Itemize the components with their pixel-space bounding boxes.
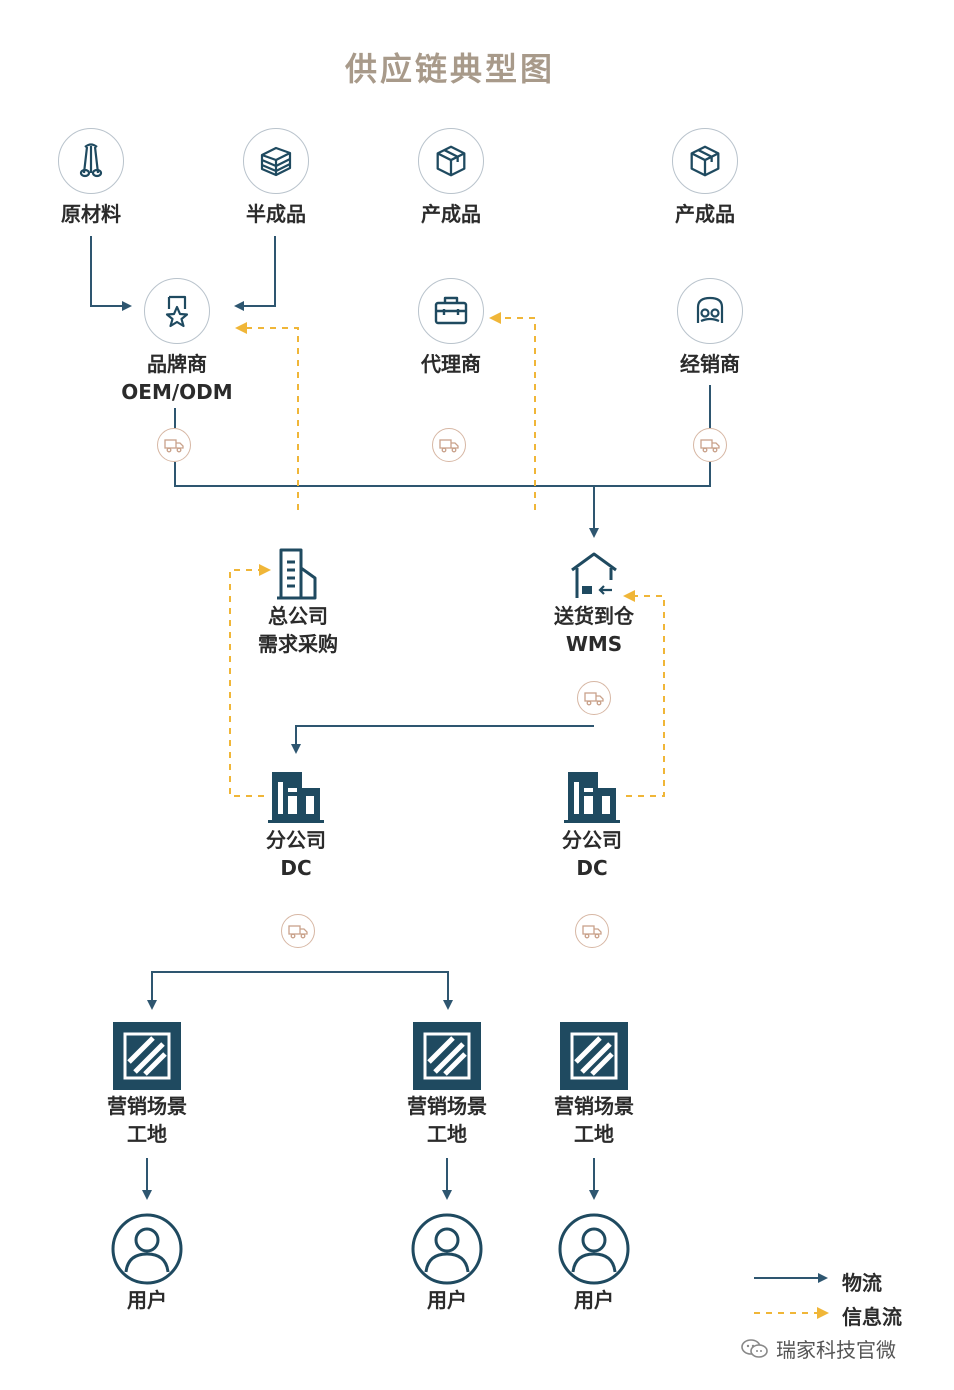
headset-icon (677, 278, 743, 344)
label-agent: 代理商 (421, 352, 481, 376)
label-semi-finished: 半成品 (246, 202, 306, 226)
label-delivery-to-warehouse: 送货到仓 (554, 604, 634, 628)
construction-site-icon (392, 1020, 502, 1092)
info-dc2-to-wms (623, 590, 665, 797)
star-badge-icon (144, 278, 210, 344)
watermark-text: 瑞家科技官微 (776, 1338, 896, 1362)
node-dealer: 经销商 (660, 278, 760, 378)
label-demand-purchase: 需求采购 (258, 632, 338, 656)
legend-logistics: 物流 (752, 1264, 902, 1298)
info-to-brand (235, 322, 299, 510)
flow-bus (174, 462, 711, 487)
construction-site-icon (92, 1020, 202, 1092)
legend: 物流 信息流 (752, 1264, 902, 1332)
truck-icon (575, 914, 609, 948)
user-icon (102, 1212, 192, 1286)
node-warehouse-wms: 送货到仓 WMS (534, 546, 654, 658)
label-raw-material: 原材料 (61, 202, 121, 226)
watermark: 瑞家科技官微 (740, 1334, 896, 1363)
label-oem-odm: OEM/ODM (121, 380, 233, 404)
info-dc1-to-hq (229, 564, 271, 797)
node-headquarters: 总公司 需求采购 (238, 546, 358, 658)
legend-info-flow: 信息流 (752, 1298, 902, 1332)
warehouse-icon (534, 546, 654, 602)
node-agent: 代理商 (401, 278, 501, 378)
label-work-site-3: 工地 (574, 1122, 614, 1146)
label-work-site-1: 工地 (127, 1122, 167, 1146)
office-building-icon (238, 546, 358, 602)
legend-info-label: 信息流 (842, 1304, 902, 1329)
stacked-boxes-icon (243, 128, 309, 194)
truck-icon (281, 914, 315, 948)
node-raw-material: 原材料 (51, 128, 131, 228)
label-work-site-2: 工地 (427, 1122, 467, 1146)
branch-building-icon (236, 766, 356, 826)
construction-site-icon (539, 1020, 649, 1092)
node-finished-product-1: 产成品 (411, 128, 491, 228)
user-icon (549, 1212, 639, 1286)
legend-logistics-label: 物流 (842, 1270, 882, 1295)
truck-icon (157, 428, 191, 462)
node-user-3: 用户 (549, 1212, 639, 1314)
node-semi-finished: 半成品 (236, 128, 316, 228)
diagram-title: 供应链典型图 (344, 50, 555, 88)
truck-icon (577, 681, 611, 715)
node-site-3: 营销场景 工地 (539, 1020, 649, 1148)
label-branch-2: 分公司 (562, 828, 622, 852)
label-marketing-scene-2: 营销场景 (407, 1094, 487, 1118)
label-user-1: 用户 (127, 1288, 167, 1312)
flow-raw-to-brand (90, 236, 132, 311)
user-icon (402, 1212, 492, 1286)
truck-icon (432, 428, 466, 462)
node-user-2: 用户 (402, 1212, 492, 1314)
label-brand: 品牌商 (147, 352, 207, 376)
toolbox-icon (418, 278, 484, 344)
label-marketing-scene-3: 营销场景 (554, 1094, 634, 1118)
label-wms: WMS (565, 632, 623, 656)
label-finished-product-1: 产成品 (421, 202, 481, 226)
label-user-3: 用户 (574, 1288, 614, 1312)
pipes-icon (58, 128, 124, 194)
node-site-1: 营销场景 工地 (92, 1020, 202, 1148)
package-box-icon (418, 128, 484, 194)
truck-icon (693, 428, 727, 462)
node-brand-oem-odm: 品牌商 OEM/ODM (112, 278, 242, 406)
node-branch-dc-2: 分公司 DC (532, 766, 652, 882)
wechat-icon (740, 1337, 770, 1361)
label-branch-1: 分公司 (266, 828, 326, 852)
label-user-2: 用户 (427, 1288, 467, 1312)
info-to-agent (489, 312, 536, 510)
label-dc-2: DC (576, 856, 608, 880)
label-dealer: 经销商 (680, 352, 740, 376)
flow-dc1-to-sites (151, 971, 449, 996)
label-finished-product-2: 产成品 (675, 202, 735, 226)
node-branch-dc-1: 分公司 DC (236, 766, 356, 882)
flow-semi-to-brand (234, 236, 276, 311)
flow-wms-to-dc1 (291, 725, 594, 754)
package-box-icon (672, 128, 738, 194)
label-marketing-scene-1: 营销场景 (107, 1094, 187, 1118)
node-finished-product-2: 产成品 (665, 128, 745, 228)
node-site-2: 营销场景 工地 (392, 1020, 502, 1148)
branch-building-icon (532, 766, 652, 826)
label-hq: 总公司 (268, 604, 328, 628)
node-user-1: 用户 (102, 1212, 192, 1314)
label-dc-1: DC (280, 856, 312, 880)
